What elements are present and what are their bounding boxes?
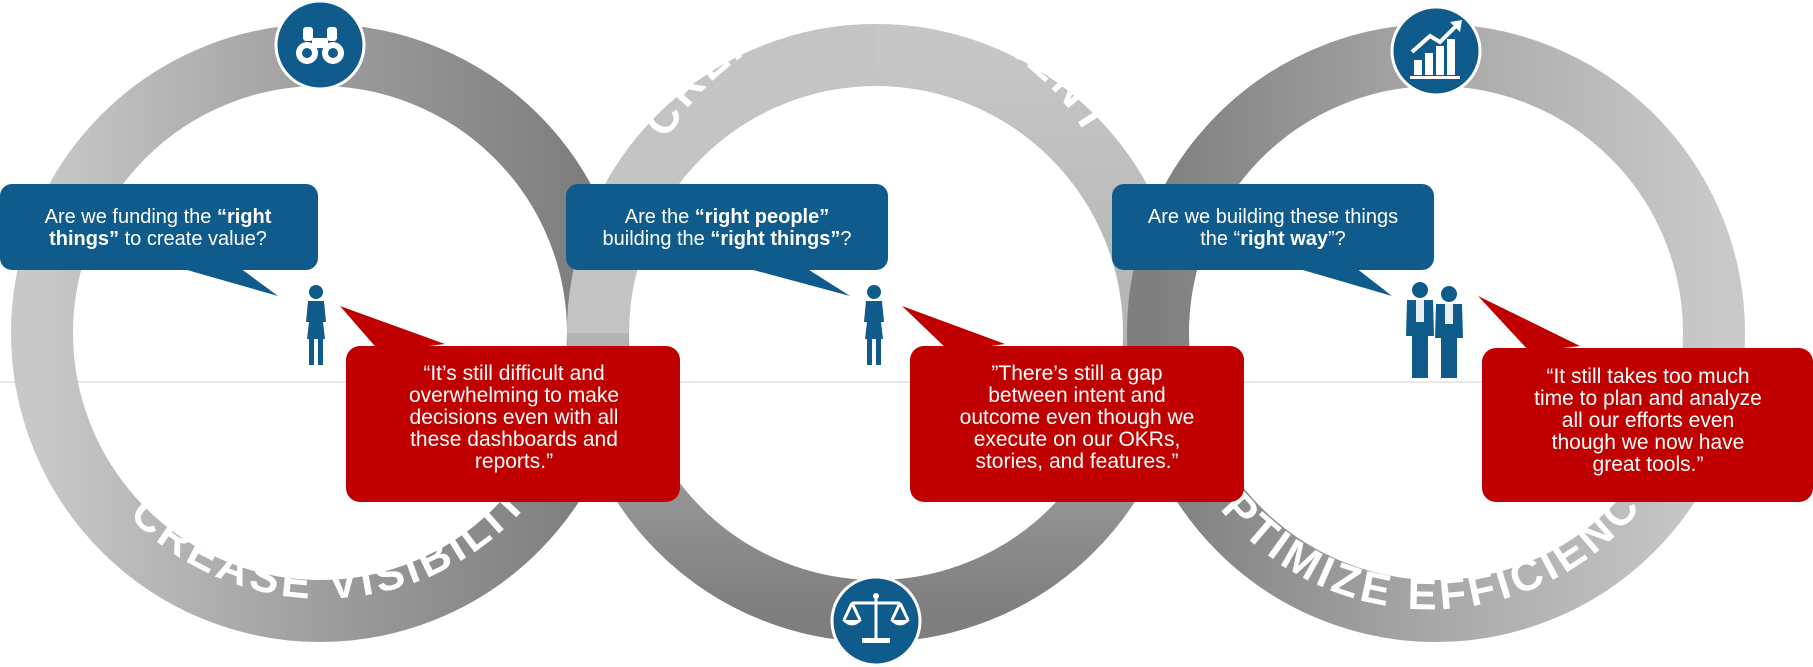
- question-1-segment: “right: [217, 206, 272, 228]
- quote-3-line: time to plan and analyze: [1534, 387, 1762, 410]
- quote-1-line: decisions even with all: [410, 406, 619, 429]
- quote-1-line: reports.”: [475, 450, 553, 473]
- question-1-segment: to create value?: [119, 228, 267, 250]
- question-bubble-1: Are we funding the “right things” to crea…: [0, 184, 318, 296]
- question-3-segment: the “: [1200, 228, 1240, 250]
- question-2-segment: Are the: [625, 206, 695, 228]
- quote-1-line: these dashboards and: [410, 428, 618, 451]
- quote-1-line: “It’s still difficult and: [423, 362, 604, 385]
- question-2-segment: “right things”: [710, 228, 840, 250]
- question-1-segment: Are we funding the: [45, 206, 217, 228]
- question-3-segment: ”?: [1328, 228, 1346, 250]
- quote-3-line: though we now have: [1552, 431, 1745, 454]
- quote-3-line: all our efforts even: [1562, 409, 1734, 432]
- question-bubble-2: Are the “right people”building the “righ…: [566, 184, 888, 296]
- growth-chart-icon: [1390, 5, 1482, 97]
- woman-silhouette-2: [864, 285, 884, 365]
- question-3-segment: Are we building these things: [1148, 206, 1398, 228]
- question-3-segment: right way: [1240, 228, 1329, 250]
- quote-2-line: between intent and: [988, 384, 1165, 407]
- binoculars-icon: [274, 0, 366, 91]
- woman-silhouette-1: [306, 285, 326, 365]
- quote-2-line: execute on our OKRs,: [974, 428, 1181, 451]
- quote-2-line: ”There’s still a gap: [991, 362, 1162, 385]
- question-text-1: Are we funding the “right things” to crea…: [45, 206, 272, 250]
- question-2-segment: building the: [603, 228, 711, 250]
- question-2-segment: ?: [840, 228, 851, 250]
- quote-2-line: outcome even though we: [960, 406, 1195, 429]
- quote-3-line: great tools.”: [1593, 453, 1704, 476]
- quote-2-line: stories, and features.”: [975, 450, 1178, 473]
- quote-1-line: overwhelming to make: [409, 384, 619, 407]
- quote-3-line: “It still takes too much: [1546, 365, 1749, 388]
- question-1-segment: things”: [49, 228, 119, 250]
- question-text-2: Are the “right people”building the “righ…: [603, 206, 852, 250]
- question-2-segment: “right people”: [695, 206, 829, 228]
- two-men-silhouette: [1406, 282, 1463, 378]
- balance-scale-icon: [830, 575, 922, 667]
